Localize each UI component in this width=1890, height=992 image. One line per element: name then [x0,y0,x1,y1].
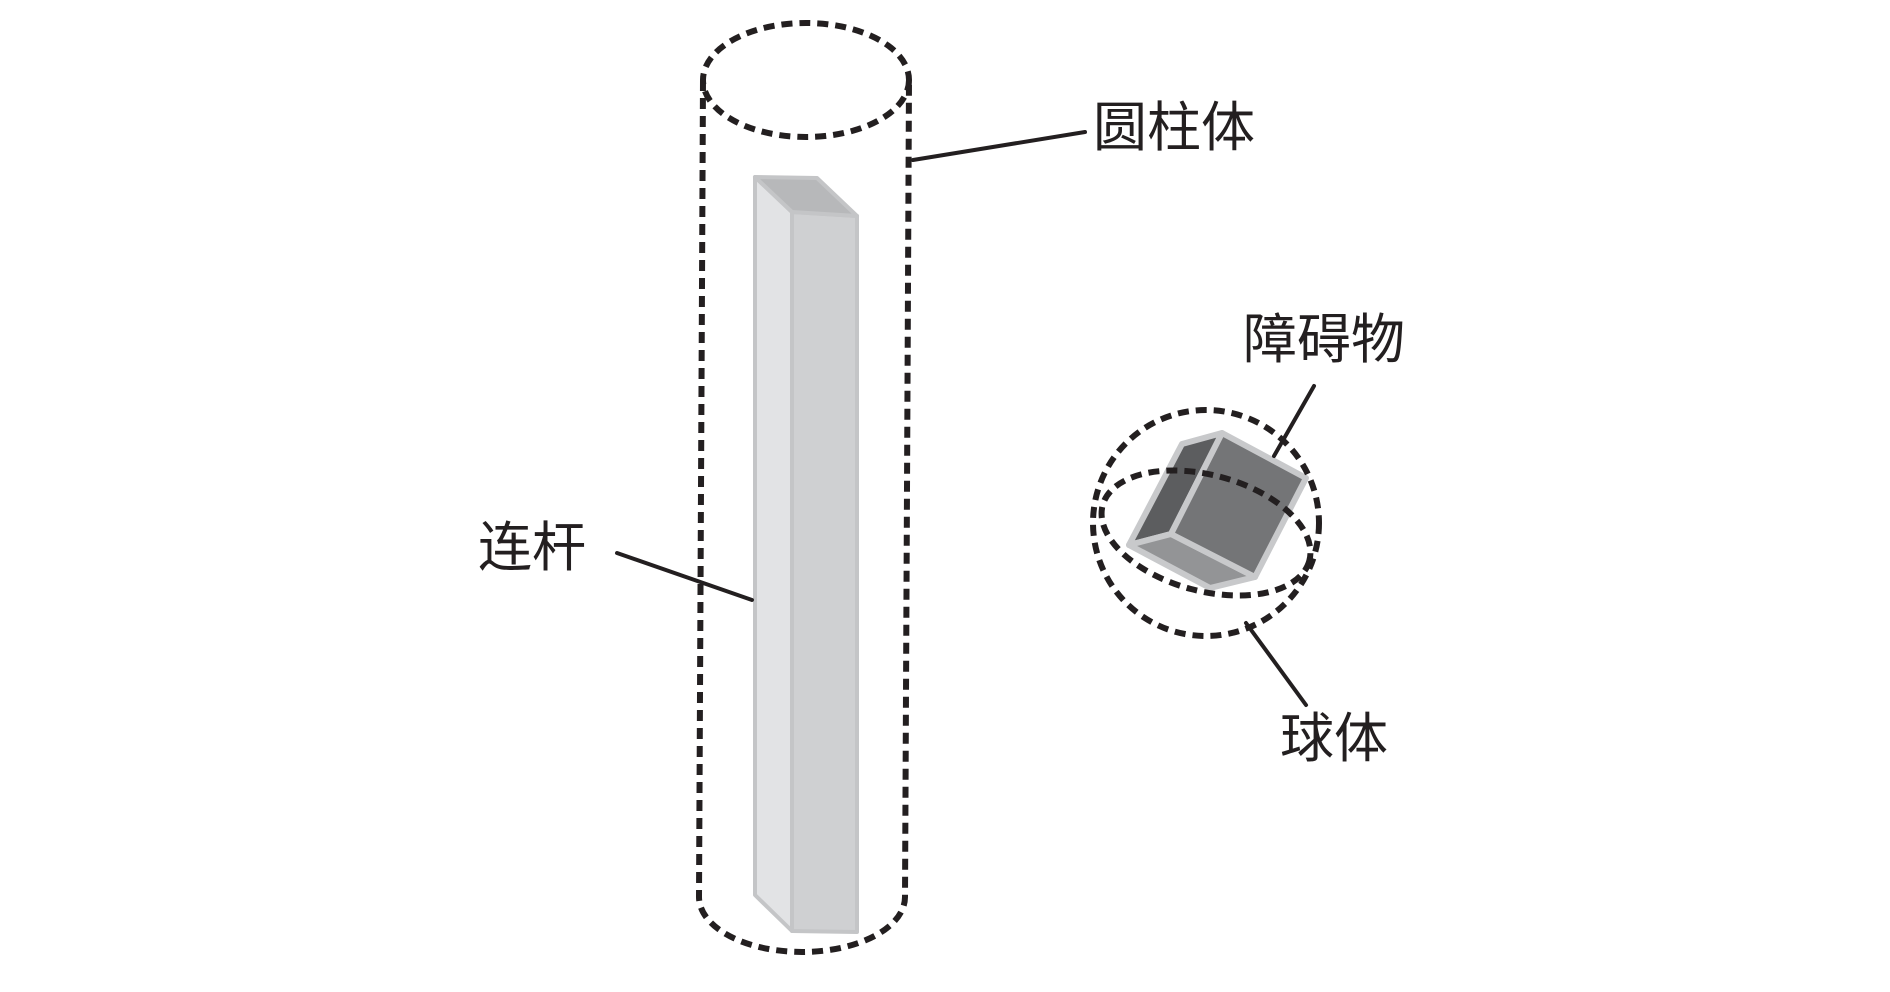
leader-line-rod [615,551,754,602]
leader-line-sphere [1244,621,1308,707]
rod-right-face [790,210,859,934]
cube-front-face [1168,430,1309,580]
bounding-sphere [1090,407,1322,639]
label-cylinder: 圆柱体 [1093,96,1255,159]
label-rod: 连杆 [478,516,586,579]
leader-lines [615,130,1316,707]
leader-line-cylinder [911,130,1087,162]
cylinder-body-outline [695,79,912,955]
sphere-equator-outline [1098,467,1314,599]
cylinder-top-ellipse [700,20,912,140]
sphere-outer-outline [1090,407,1322,639]
label-obstacle: 障碍物 [1243,308,1405,371]
bounding-cylinder [695,20,912,955]
obstacle-cube [1126,430,1309,591]
connecting-rod [753,175,859,934]
leader-line-obstacle [1272,384,1316,458]
label-sphere: 球体 [1280,707,1388,770]
rod-top-face [753,175,859,218]
rod-left-face [753,175,794,933]
